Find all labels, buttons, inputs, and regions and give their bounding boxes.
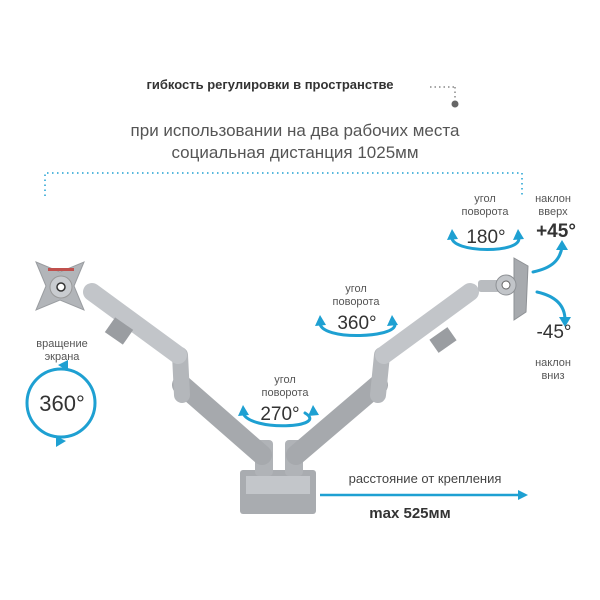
arrow-heads	[56, 229, 571, 500]
rotation-arrows	[25, 234, 567, 439]
tilt-down-value: -45°	[536, 322, 572, 343]
tilt-up-value: +45°	[536, 221, 576, 242]
right-arm	[286, 280, 500, 465]
base-swivel-value: 270°	[260, 404, 300, 425]
leader-dot	[451, 100, 459, 108]
screen-rotation-circle	[25, 367, 97, 439]
reach-label: расстояние от крепления	[348, 471, 502, 486]
right-vesa-plate	[495, 257, 529, 321]
subtitle-line2: социальная дистанция 1025мм	[171, 143, 419, 162]
left-arm	[83, 283, 272, 465]
reach-value: max 525мм	[369, 505, 451, 522]
subtitle-line1: при использовании на два рабочих места	[130, 121, 460, 140]
left-vesa-plate	[35, 261, 85, 311]
screen-rotation-value: 360°	[39, 391, 85, 416]
arm-swivel-value: 360°	[337, 313, 377, 334]
distance-bracket	[44, 172, 523, 196]
headline: гибкость регулировки в пространстве	[146, 77, 394, 92]
head-swivel-value: 180°	[466, 227, 506, 248]
